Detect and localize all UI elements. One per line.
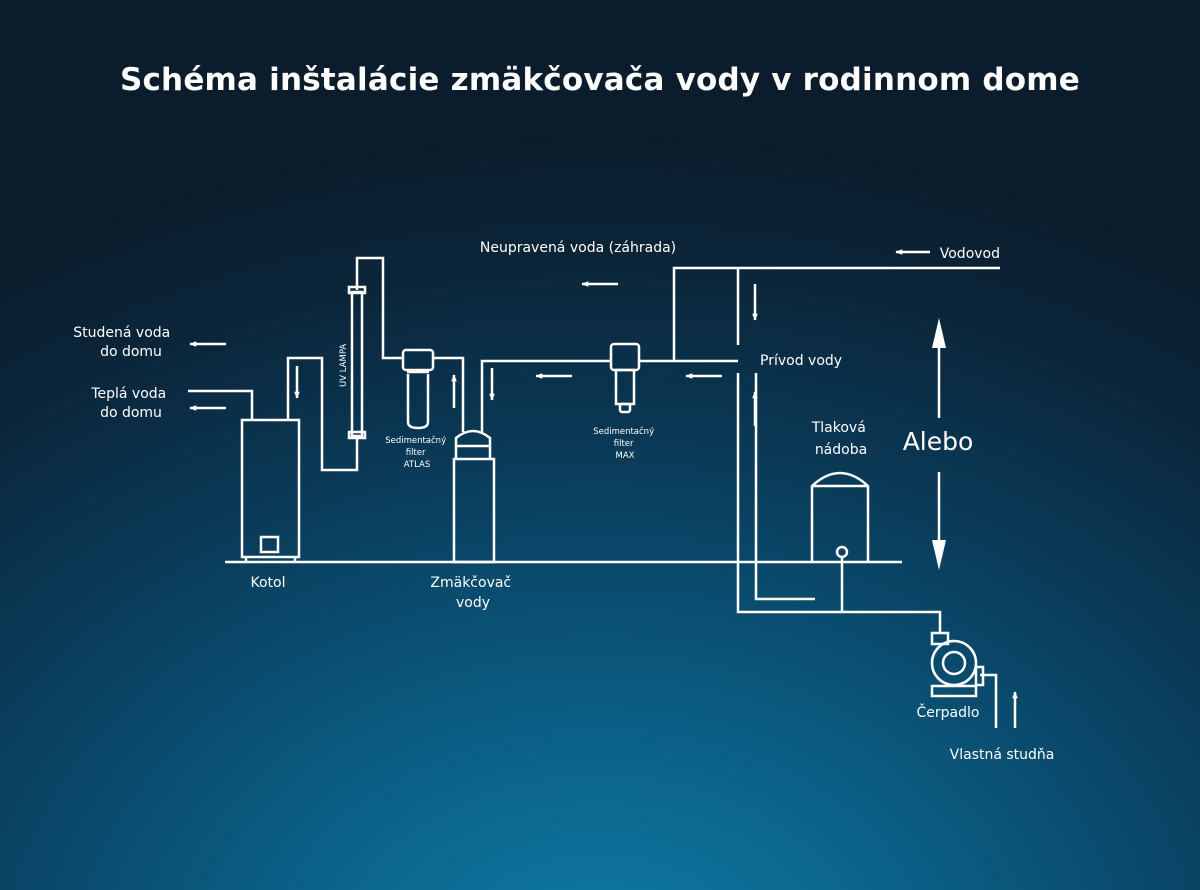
filter-icon bbox=[609, 342, 641, 414]
arrow-icon bbox=[932, 540, 946, 570]
label-pressure-tank: Tlaková nádoba bbox=[811, 420, 871, 458]
label-cold-water: Studená voda do domu bbox=[73, 325, 174, 360]
pipes bbox=[188, 256, 1000, 728]
pressure-tank-icon bbox=[810, 471, 870, 562]
pipe-to-pump bbox=[842, 610, 942, 633]
label-softener: Zmäkčovač vody bbox=[430, 575, 515, 611]
label-hot-water: Teplá voda do domu bbox=[90, 386, 170, 421]
label-untreated-water: Neupravená voda (záhrada) bbox=[480, 240, 676, 256]
flow-arrows bbox=[189, 249, 1018, 728]
pipe-untreated-branch bbox=[672, 266, 738, 361]
page-title: Schéma inštalácie zmäkčovača vody v rodi… bbox=[119, 62, 1081, 98]
pipe-softener-to-max bbox=[480, 359, 611, 432]
label-uv-lamp: UV LAMPA bbox=[339, 344, 349, 387]
pipe-uv-to-boiler bbox=[286, 356, 359, 472]
pipe-boiler-hot-out bbox=[188, 389, 254, 420]
label-or: Alebo bbox=[903, 427, 974, 456]
uv-lamp-icon bbox=[347, 285, 367, 440]
label-filter-max: Sedimentačný filter MAX bbox=[593, 426, 657, 461]
pipe-tank-return bbox=[754, 373, 815, 601]
diagram-labels: Studená voda do domu Teplá voda do domu … bbox=[73, 240, 1054, 763]
label-water-supply: Vodovod bbox=[940, 246, 1000, 262]
arrow-icon bbox=[932, 318, 946, 348]
pipe-uv-top bbox=[355, 256, 403, 360]
label-pump: Čerpadlo bbox=[917, 703, 980, 721]
label-filter-atlas: Sedimentačný filter ATLAS bbox=[385, 435, 449, 470]
boiler-icon bbox=[240, 418, 301, 562]
filter-icon bbox=[401, 348, 435, 430]
label-inlet: Prívod vody bbox=[760, 353, 842, 369]
label-well: Vlastná studňa bbox=[950, 747, 1055, 763]
softener-tank-icon bbox=[452, 429, 496, 564]
pipe-pump-well bbox=[980, 673, 998, 728]
label-boiler: Kotol bbox=[251, 575, 286, 591]
pump-icon bbox=[930, 631, 985, 698]
pipe-well-loop bbox=[736, 373, 842, 614]
pipe-atlas-to-softener bbox=[433, 356, 465, 432]
